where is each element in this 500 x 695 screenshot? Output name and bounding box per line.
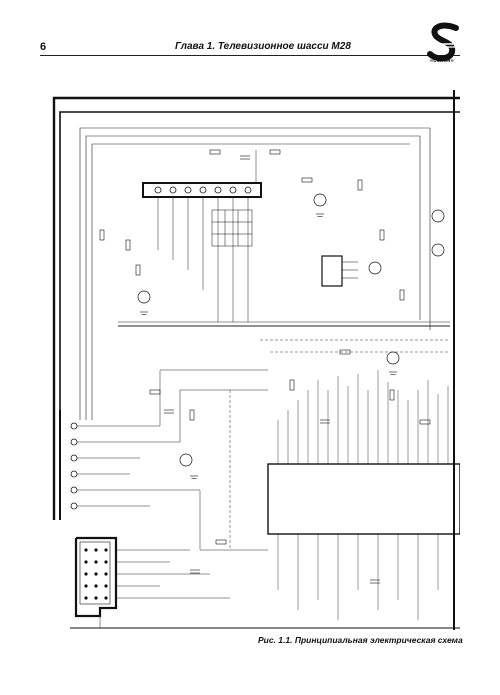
connector-block	[142, 182, 262, 198]
connector-wires	[157, 150, 257, 322]
main-ic-pins	[277, 370, 449, 620]
av-wires	[77, 369, 268, 551]
scart-pins	[84, 548, 108, 600]
passive-components	[99, 149, 431, 584]
circuit-schematic	[52, 90, 460, 630]
main-ic	[267, 463, 460, 535]
chapter-title: Глава 1. Телевизионное шасси М28	[175, 41, 351, 52]
solon-logo-icon	[427, 22, 460, 62]
scart-wires	[99, 549, 230, 628]
page-number: 6	[40, 41, 47, 53]
logo-text: «солон»	[430, 58, 454, 64]
figure-caption: Рис. 1.1. Принципиальная электрическая с…	[258, 635, 463, 645]
scart-connector	[74, 536, 118, 618]
switch-table	[211, 209, 253, 247]
dashed-guides	[229, 339, 450, 550]
header-rule	[40, 55, 460, 56]
av-jacks	[59, 410, 78, 520]
bus-lines	[79, 127, 450, 420]
ic-small	[321, 255, 358, 287]
schematic-frame	[52, 90, 460, 630]
transistor-symbols	[137, 193, 445, 467]
ground-symbols	[140, 213, 397, 479]
